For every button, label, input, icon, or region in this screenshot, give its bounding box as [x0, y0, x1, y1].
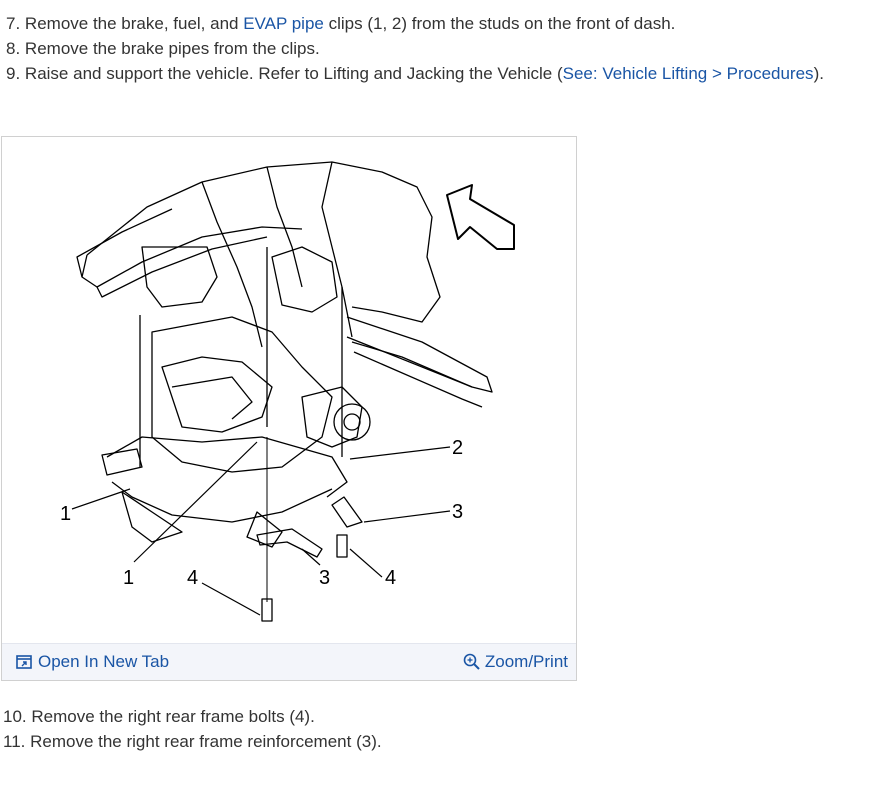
evap-pipe-link[interactable]: EVAP pipe	[243, 14, 324, 33]
figure-footer: Open In New Tab Zoom/Print	[2, 643, 576, 680]
callout-2: 2	[452, 437, 463, 459]
step-10-number: 10.	[3, 707, 27, 726]
step-9: 9. Raise and support the vehicle. Refer …	[6, 64, 824, 84]
zoom-print-button[interactable]: Zoom/Print	[463, 652, 568, 672]
zoom-print-label: Zoom/Print	[484, 652, 568, 671]
step-11-number: 11.	[3, 732, 26, 751]
callout-1-left: 1	[60, 503, 71, 525]
step-8-text: Remove the brake pipes from the clips.	[24, 39, 320, 58]
step-8: 8. Remove the brake pipes from the clips…	[6, 39, 320, 59]
frame-diagram[interactable]: 1 1 2 3 3 4 4	[2, 137, 576, 643]
zoom-in-icon	[463, 653, 480, 670]
step-10-text: Remove the right rear frame bolts (4).	[31, 707, 315, 726]
open-in-new-tab-label: Open In New Tab	[38, 652, 170, 671]
callout-3-lower: 3	[319, 567, 330, 589]
step-9-number: 9.	[6, 64, 21, 83]
open-in-new-tab-button[interactable]: Open In New Tab	[16, 652, 169, 672]
figure-container: 1 1 2 3 3 4 4 Open In New Tab Zoom/Print	[1, 136, 577, 681]
vehicle-lifting-link[interactable]: See: Vehicle Lifting > Procedures	[562, 64, 814, 83]
step-10: 10. Remove the right rear frame bolts (4…	[3, 707, 315, 727]
callout-4-left: 4	[187, 567, 198, 589]
step-7-text-end: clips (1, 2) from the studs on the front…	[323, 14, 676, 33]
step-8-number: 8.	[6, 39, 21, 58]
callout-3-right: 3	[452, 501, 463, 523]
open-new-tab-icon	[16, 655, 32, 669]
step-11-text: Remove the right rear frame reinforcemen…	[30, 732, 382, 751]
step-9-text: Raise and support the vehicle. Refer to …	[24, 64, 563, 83]
callout-4-right: 4	[385, 567, 396, 589]
step-7-number: 7.	[6, 14, 21, 33]
step-7: 7. Remove the brake, fuel, and EVAP pipe…	[6, 14, 675, 34]
step-11: 11. Remove the right rear frame reinforc…	[3, 732, 382, 752]
callout-1-lower: 1	[123, 567, 134, 589]
step-9-text-end: ).	[813, 64, 824, 83]
step-7-text: Remove the brake, fuel, and	[24, 14, 244, 33]
